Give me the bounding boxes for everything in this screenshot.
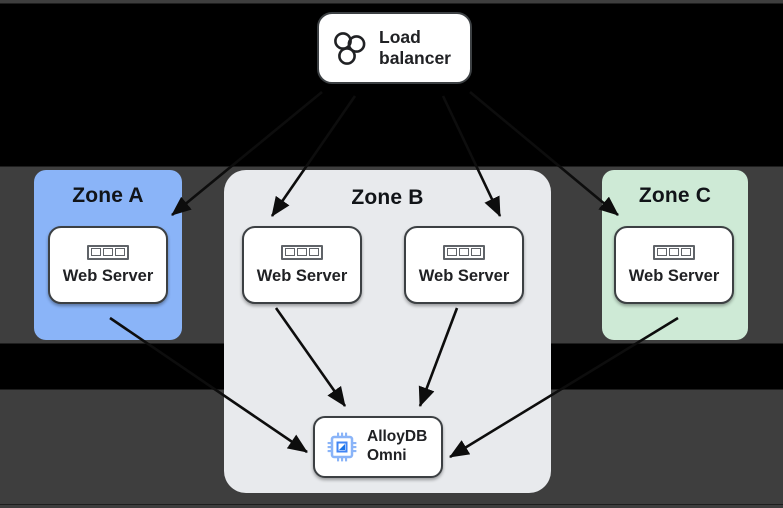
web-server-label: Web Server — [418, 266, 510, 285]
arrow-lb-to-ws-c — [469, 91, 619, 216]
arrow-ws-a-to-alloydb — [109, 316, 308, 454]
band-separator — [0, 3, 783, 4]
alloydb-omni-node[interactable]: AlloyDB Omni — [313, 416, 443, 478]
web-server-node-zone-a[interactable]: Web Server — [48, 226, 168, 304]
arrow-lb-to-ws-b1 — [270, 95, 357, 217]
alloydb-chip-icon — [327, 432, 357, 462]
load-balancer-label: Load balancer — [379, 27, 451, 68]
arrow-ws-c-to-alloydb — [449, 316, 679, 459]
alloydb-label-line2: Omni — [367, 447, 407, 464]
alloydb-omni-label: AlloyDB Omni — [367, 428, 427, 465]
alloydb-label-line1: AlloyDB — [367, 428, 428, 446]
web-server-label: Web Server — [256, 266, 348, 285]
server-rack-icon — [443, 244, 485, 260]
server-rack-icon — [87, 244, 129, 260]
zone-a-title: Zone A — [72, 184, 144, 207]
web-server-label: Web Server — [62, 266, 154, 285]
arrow-lb-to-ws-b2 — [441, 95, 502, 217]
arrow-lb-to-ws-a — [171, 90, 323, 217]
background-band — [0, 505, 783, 508]
web-server-node-zone-b-2[interactable]: Web Server — [404, 226, 524, 304]
server-rack-icon — [281, 244, 323, 260]
web-server-label: Web Server — [628, 266, 720, 285]
load-balancer-node[interactable]: Load balancer — [317, 12, 472, 84]
arrow-ws-b1-to-alloydb — [274, 307, 347, 407]
background-band — [0, 0, 783, 3]
web-server-node-zone-b-1[interactable]: Web Server — [242, 226, 362, 304]
zone-c-title: Zone C — [638, 184, 712, 207]
band-separator — [0, 166, 783, 167]
load-balancer-circles-icon — [334, 32, 366, 65]
band-separator — [0, 504, 783, 505]
arrow-ws-b2-to-alloydb — [418, 307, 459, 407]
web-server-node-zone-c[interactable]: Web Server — [614, 226, 734, 304]
zone-b-title: Zone B — [351, 186, 424, 209]
server-rack-icon — [653, 244, 695, 260]
